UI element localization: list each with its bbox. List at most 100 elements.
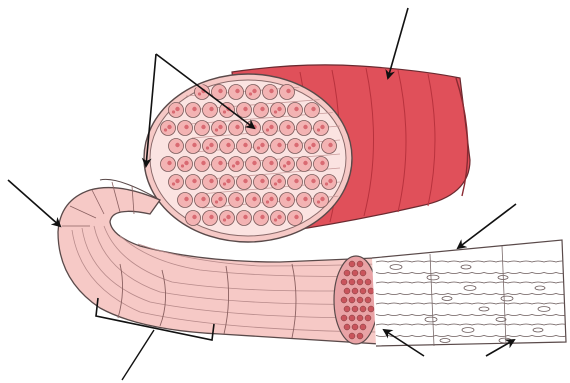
nucleus-dot — [269, 125, 273, 129]
nucleus-dot — [209, 107, 213, 111]
nucleus-dot — [303, 125, 307, 129]
nucleus-dot — [269, 89, 273, 93]
fiber-nucleus — [425, 317, 437, 322]
nucleus-dot — [172, 110, 175, 113]
end-fiber-dot — [360, 324, 366, 330]
nucleus-dot — [235, 89, 239, 93]
end-fiber-dot — [349, 261, 355, 267]
end-fiber-dot — [360, 306, 366, 312]
end-fiber-dot — [349, 315, 355, 321]
nucleus-dot — [328, 179, 332, 183]
nucleus-dot — [218, 125, 222, 129]
end-fiber-dot — [368, 306, 374, 312]
nucleus-dot — [266, 200, 269, 203]
nucleus-dot — [192, 179, 196, 183]
end-fiber-dot — [344, 306, 350, 312]
nucleus-dot — [201, 161, 205, 165]
end-fiber-dot — [349, 297, 355, 303]
nucleus-dot — [206, 146, 209, 149]
nucleus-dot — [277, 107, 281, 111]
end-fiber-dot — [352, 306, 358, 312]
nucleus-dot — [218, 161, 222, 165]
nucleus-dot — [201, 125, 205, 129]
nucleus-dot — [226, 143, 230, 147]
nucleus-dot — [167, 161, 171, 165]
nucleus-dot — [283, 164, 286, 167]
fiber-nucleus — [461, 265, 471, 269]
nucleus-dot — [286, 197, 290, 201]
nucleus-dot — [184, 125, 188, 129]
end-fiber-dot — [341, 279, 347, 285]
nucleus-dot — [274, 218, 277, 221]
end-fiber-dot — [360, 288, 366, 294]
nucleus-dot — [175, 179, 179, 183]
fiber-nucleus — [390, 265, 402, 270]
nucleus-dot — [218, 197, 222, 201]
nucleus-dot — [311, 143, 315, 147]
nucleus-dot — [181, 164, 184, 167]
nucleus-dot — [311, 179, 315, 183]
nucleus-dot — [226, 179, 230, 183]
end-fiber-dot — [349, 279, 355, 285]
end-fiber-dot — [365, 279, 371, 285]
nucleus-dot — [325, 182, 328, 185]
nucleus-dot — [294, 215, 298, 219]
end-fiber-dot — [360, 270, 366, 276]
nucleus-dot — [192, 215, 196, 219]
nucleus-dot — [249, 92, 252, 95]
nucleus-dot — [192, 107, 196, 111]
nucleus-dot — [294, 143, 298, 147]
end-fiber-dot — [344, 270, 350, 276]
nucleus-dot — [257, 146, 260, 149]
nucleus-dot — [223, 110, 226, 113]
nucleus-dot — [317, 200, 320, 203]
fiber-nucleus — [496, 318, 506, 322]
nucleus-dot — [209, 215, 213, 219]
nucleus-dot — [184, 197, 188, 201]
nucleus-dot — [277, 179, 281, 183]
nucleus-dot — [223, 182, 226, 185]
nucleus-dot — [175, 143, 179, 147]
nucleus-dot — [286, 89, 290, 93]
nucleus-dot — [201, 197, 205, 201]
fiber-nucleus — [535, 286, 545, 290]
muscle-fibers-tube — [372, 240, 568, 353]
fascicle-cross-section — [144, 74, 352, 242]
fascicle-end-face — [334, 256, 378, 344]
end-fiber-dot — [352, 270, 358, 276]
nucleus-dot — [252, 197, 256, 201]
nucleus-dot — [243, 215, 247, 219]
nucleus-dot — [252, 161, 256, 165]
callout-arrow-fiber-top — [458, 204, 516, 248]
end-fiber-dot — [341, 315, 347, 321]
nucleus-dot — [260, 179, 264, 183]
end-fiber-dot — [365, 315, 371, 321]
nucleus-dot — [328, 143, 332, 147]
nucleus-dot — [175, 107, 179, 111]
callout-arrow-tail — [8, 180, 60, 226]
end-fiber-dot — [344, 324, 350, 330]
nucleus-dot — [277, 143, 281, 147]
end-fiber-dot — [365, 297, 371, 303]
fiber-nucleus — [427, 275, 439, 280]
end-face-ring — [334, 256, 378, 344]
nucleus-dot — [235, 161, 239, 165]
nucleus-dot — [167, 125, 171, 129]
nucleus-dot — [317, 128, 320, 131]
fiber-nucleus — [533, 328, 543, 332]
nucleus-dot — [235, 125, 239, 129]
nucleus-dot — [243, 107, 247, 111]
nucleus-dot — [226, 215, 230, 219]
nucleus-dot — [266, 128, 269, 131]
bracket-leader — [122, 330, 154, 380]
end-fiber-dot — [352, 288, 358, 294]
nucleus-dot — [223, 218, 226, 221]
end-fiber-dot — [357, 315, 363, 321]
nucleus-dot — [274, 182, 277, 185]
nucleus-dot — [320, 125, 324, 129]
nucleus-dot — [274, 110, 277, 113]
nucleus-dot — [184, 161, 188, 165]
nucleus-dot — [260, 143, 264, 147]
nucleus-dot — [192, 143, 196, 147]
